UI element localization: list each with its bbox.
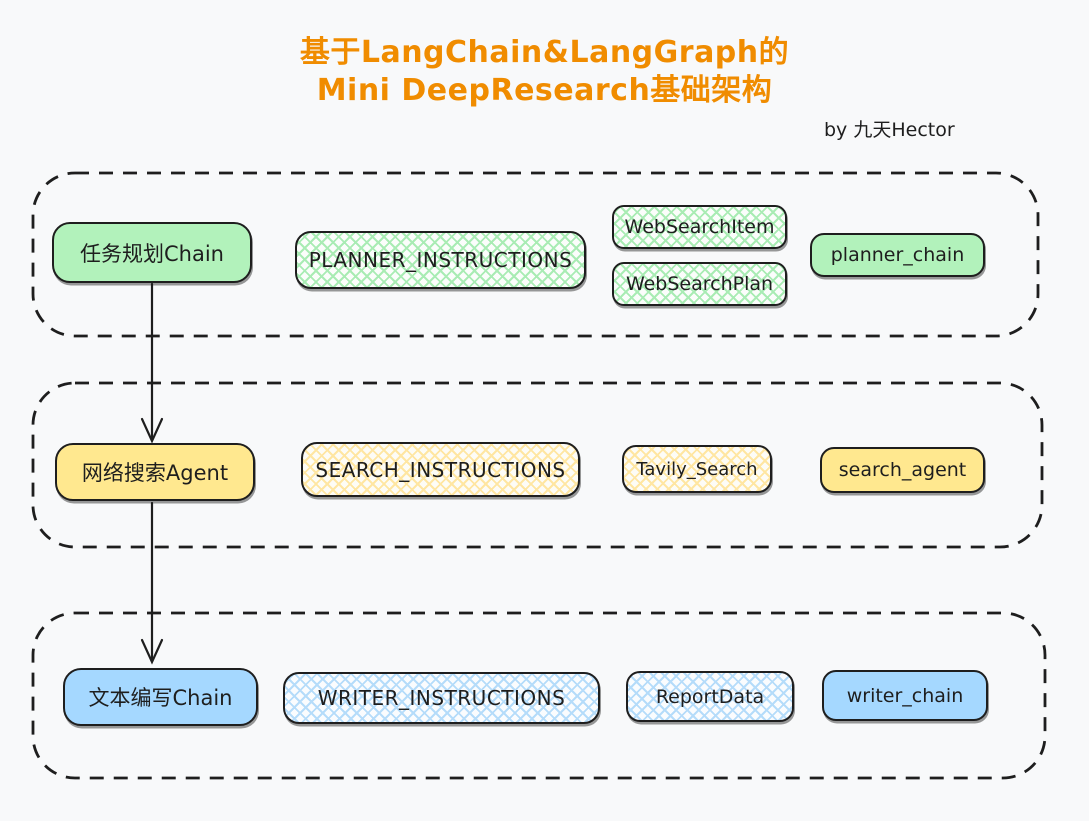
search-group-container [31, 381, 1044, 549]
node-search-instructions: SEARCH_INSTRUCTIONS [301, 442, 580, 497]
node-search-agent: search_agent [820, 447, 985, 493]
diagram-title-line1: 基于LangChain&LangGraph的 [299, 35, 790, 70]
node-reportdata: ReportData [626, 671, 794, 722]
diagram-title: 基于LangChain&LangGraph的 Mini DeepResearch… [0, 34, 1089, 110]
node-websearchplan: WebSearchPlan [612, 262, 787, 306]
node-text-writer-chain: 文本编写Chain [63, 668, 258, 726]
writer-group-container [31, 611, 1047, 780]
planner-group-container [31, 171, 1040, 338]
author-byline: by 九天Hector [824, 119, 955, 141]
arrow-search-to-writer [140, 501, 164, 665]
node-web-search-agent: 网络搜索Agent [55, 443, 255, 501]
node-tavily-search: Tavily_Search [622, 445, 772, 493]
diagram-title-line2: Mini DeepResearch基础架构 [316, 73, 773, 108]
node-planner-instructions: PLANNER_INSTRUCTIONS [295, 231, 586, 289]
node-writer-instructions: WRITER_INSTRUCTIONS [283, 672, 600, 724]
arrow-planner-to-search [140, 282, 164, 444]
node-planner-chain: planner_chain [810, 233, 985, 277]
node-writer-chain: writer_chain [822, 670, 988, 721]
node-task-planning-chain: 任务规划Chain [52, 222, 252, 283]
node-websearchitem: WebSearchItem [612, 205, 787, 249]
